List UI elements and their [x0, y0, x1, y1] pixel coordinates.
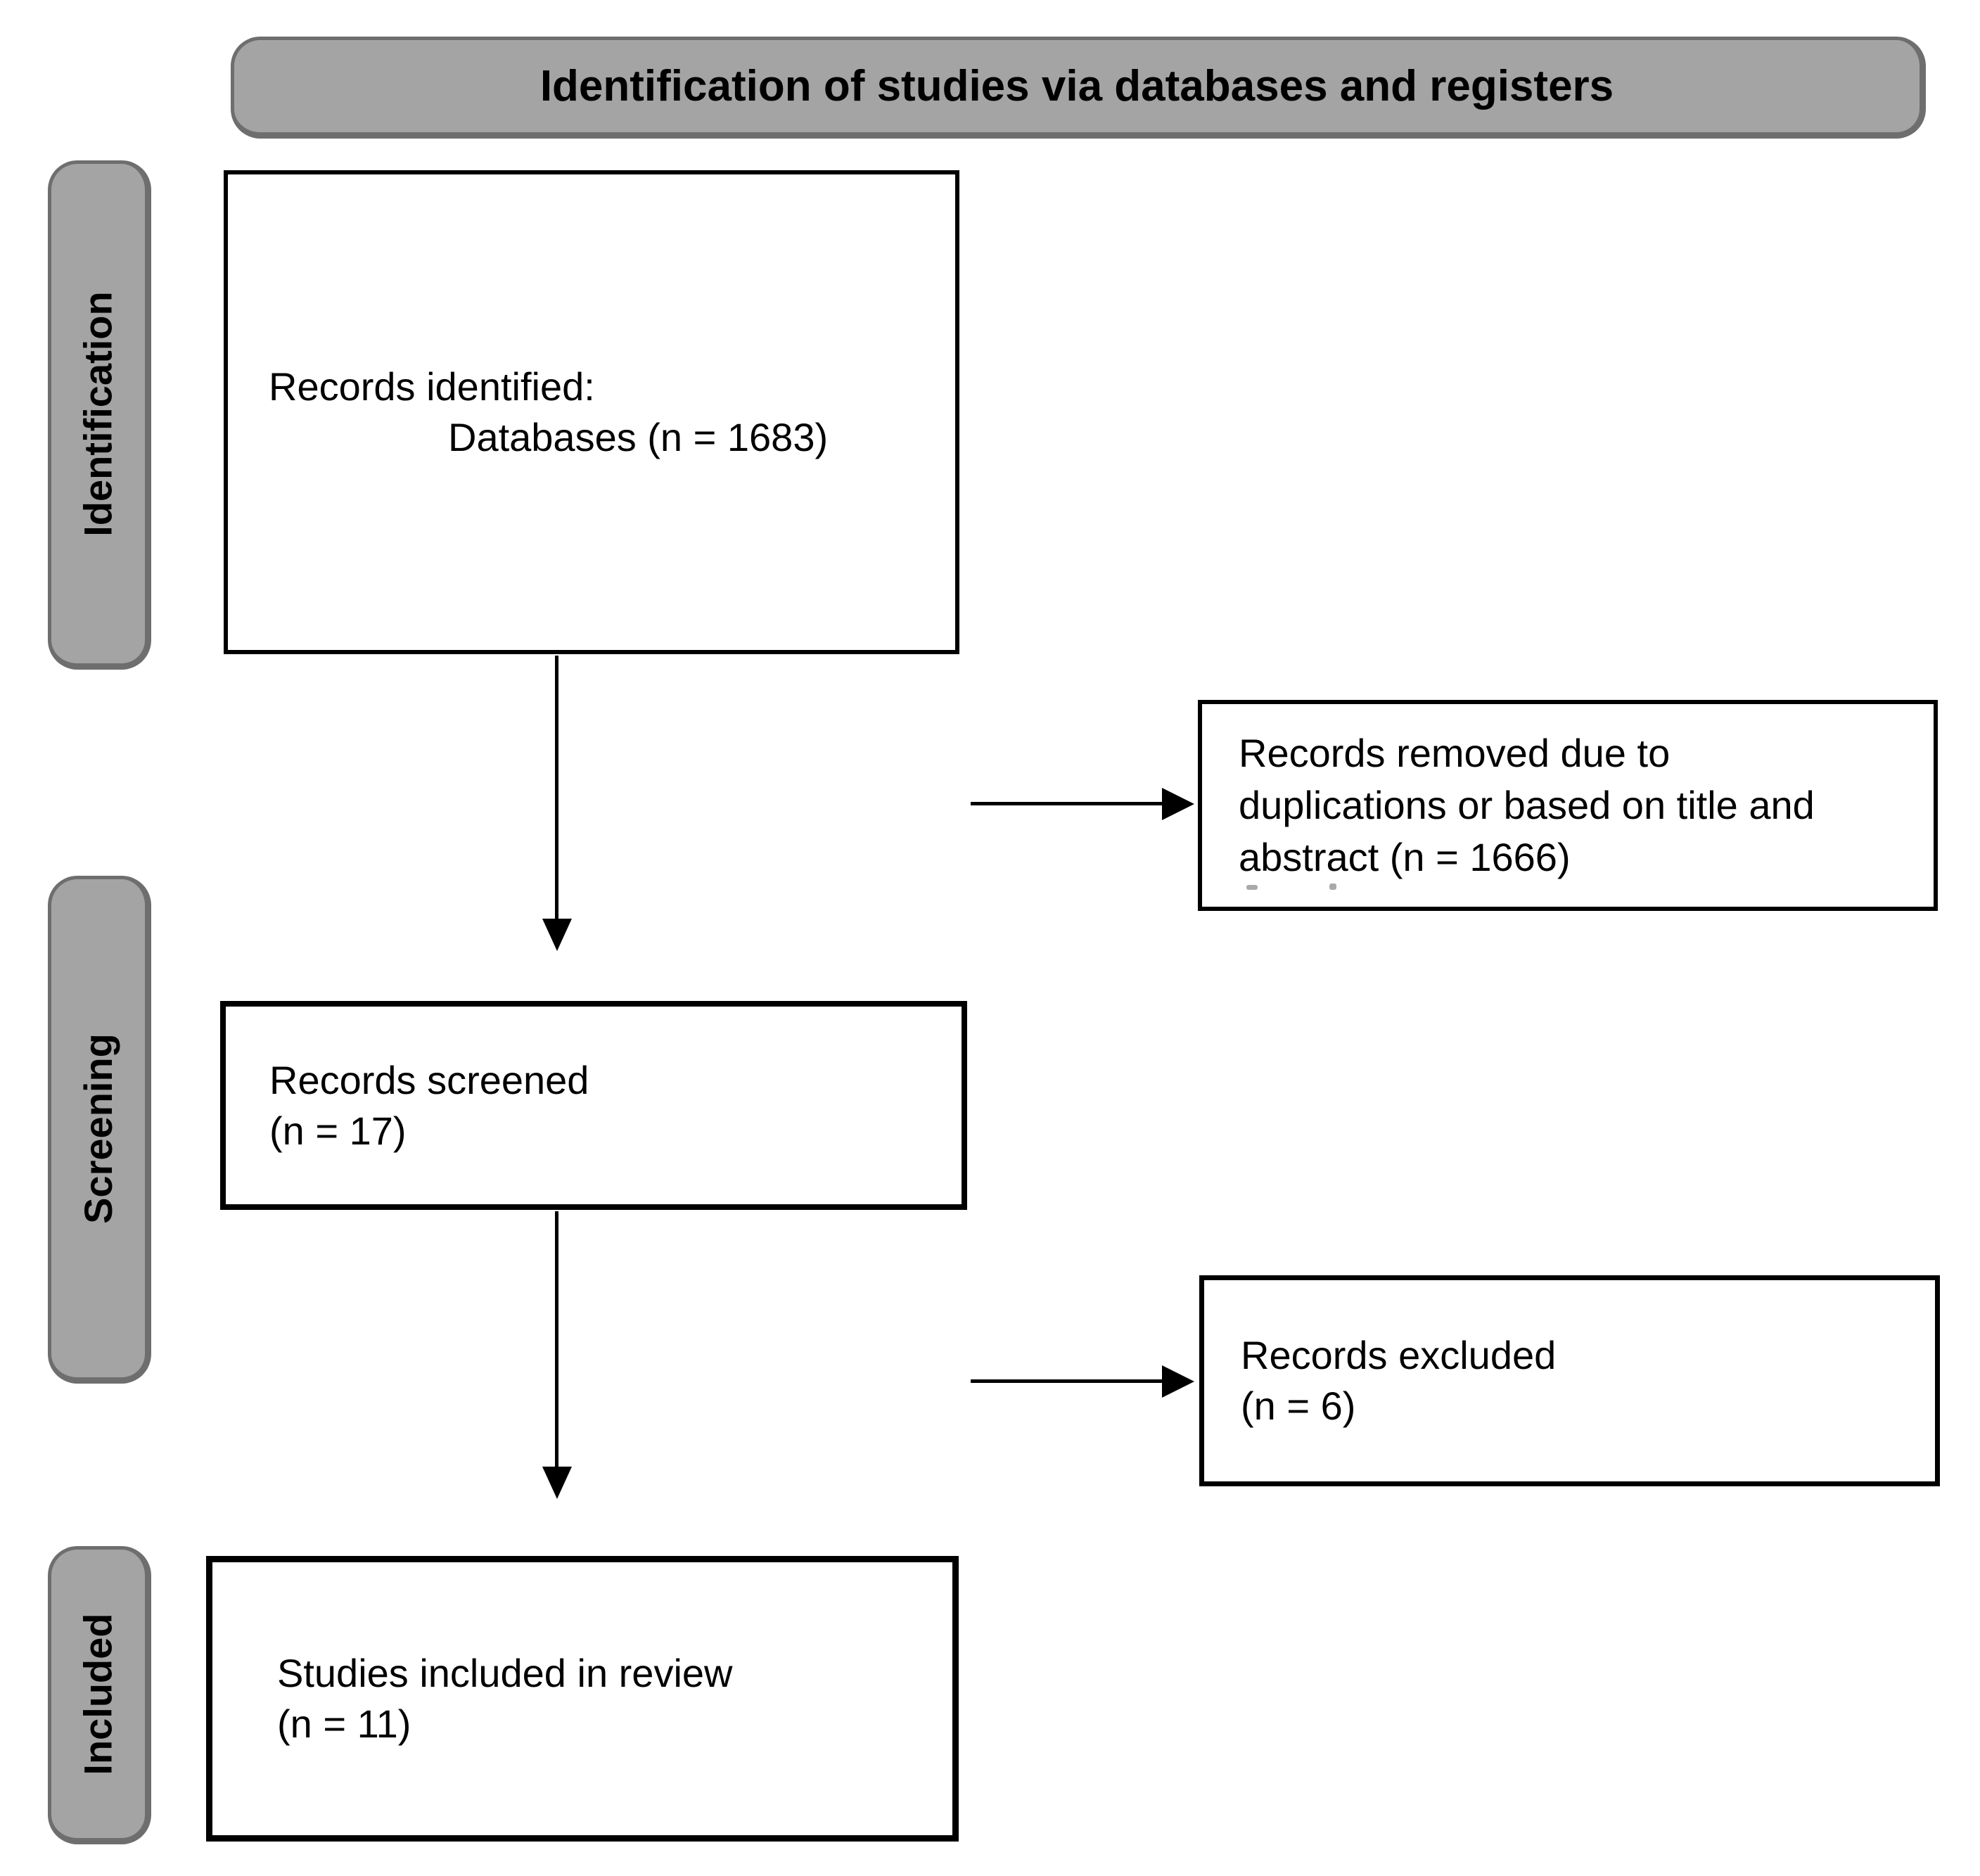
records-removed-line-3: abstract (n = 1666) — [1239, 835, 1571, 879]
arrowhead-right-icon — [1162, 1365, 1194, 1398]
records-excluded-line-2: (n = 6) — [1241, 1384, 1356, 1428]
records-excluded-line-1: Records excluded — [1241, 1333, 1557, 1377]
stage-rail-included: Included — [48, 1546, 151, 1844]
arrowhead-down-icon — [542, 919, 572, 951]
stage-rail-identification: Identification — [48, 160, 151, 670]
arrowhead-down-icon — [542, 1467, 572, 1499]
title-banner-label: Identification of studies via databases … — [539, 62, 1614, 110]
records-identified-line-1: Records identified: — [269, 364, 595, 409]
records-identified-line-2: Databases (n = 1683) — [448, 415, 829, 459]
faded-text-artifact — [1246, 885, 1258, 890]
records-excluded-box: Records excluded (n = 6) — [1199, 1275, 1940, 1486]
arrow-line — [555, 656, 558, 921]
records-screened-line-1: Records screened — [269, 1057, 589, 1102]
stage-rail-included-label: Included — [76, 1612, 121, 1775]
title-banner: Identification of studies via databases … — [231, 37, 1926, 139]
arrowhead-right-icon — [1162, 788, 1194, 820]
studies-included-line-2: (n = 11) — [277, 1702, 411, 1746]
stage-rail-screening-label: Screening — [76, 1033, 121, 1224]
records-screened-line-2: (n = 17) — [269, 1108, 407, 1153]
records-removed-line-1: Records removed due to — [1239, 731, 1671, 775]
stage-rail-screening: Screening — [48, 876, 151, 1384]
faded-text-artifact — [1329, 883, 1336, 890]
records-screened-box: Records screened (n = 17) — [220, 1001, 967, 1210]
arrow-line — [971, 802, 1164, 805]
stage-rail-identification-label: Identification — [76, 291, 121, 537]
records-removed-line-2: duplications or based on title and — [1239, 783, 1815, 827]
arrow-line — [971, 1379, 1164, 1383]
studies-included-line-1: Studies included in review — [277, 1651, 733, 1695]
records-removed-box: Records removed due to duplications or b… — [1198, 700, 1938, 911]
studies-included-box: Studies included in review (n = 11) — [206, 1556, 959, 1842]
arrow-line — [555, 1211, 558, 1469]
records-identified-box: Records identified: Databases (n = 1683) — [224, 170, 959, 654]
